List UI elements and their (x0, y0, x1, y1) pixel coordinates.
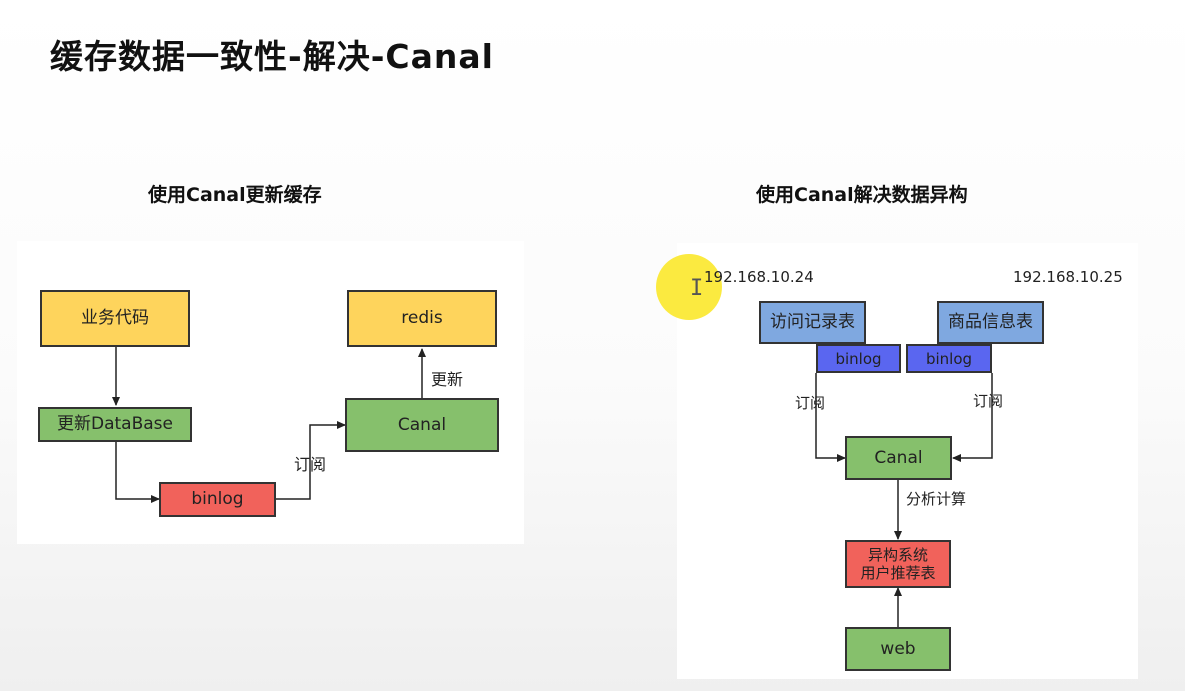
heterogeneous-system-node: 异构系统 用户推荐表 (845, 540, 951, 588)
arrow-binlog-left-to-canal (815, 373, 846, 462)
arrow-binlog-right-to-canal (952, 373, 993, 462)
access-log-table-node: 访问记录表 (759, 301, 866, 344)
text-cursor-icon: I (690, 276, 704, 301)
canal-right-node: Canal (845, 436, 952, 480)
right-diagram-title: 使用Canal解决数据异构 (756, 184, 968, 206)
ip-right-label: 192.168.10.25 (1013, 268, 1123, 286)
arrow-binlog-to-canal (276, 421, 346, 500)
binlog-right-node: binlog (906, 344, 992, 373)
subscribe-left-label: 订阅 (795, 394, 826, 412)
page-title: 缓存数据一致性-解决-Canal (50, 37, 494, 76)
cursor-highlight (656, 254, 722, 320)
binlog-left-node: binlog (816, 344, 901, 373)
subscribe-right-label: 订阅 (973, 392, 1004, 410)
hetero-line-1: 异构系统 (867, 546, 928, 564)
ip-left-label: 192.168.10.24 (704, 268, 814, 286)
left-diagram-title: 使用Canal更新缓存 (148, 184, 322, 206)
subscribe-label: 订阅 (294, 455, 327, 474)
binlog-node: binlog (159, 482, 276, 517)
hetero-line-2: 用户推荐表 (860, 564, 936, 582)
update-database-node: 更新DataBase (38, 407, 192, 442)
business-code-node: 业务代码 (40, 290, 190, 347)
canal-node: Canal (345, 398, 499, 452)
web-node: web (845, 627, 951, 671)
analyze-label: 分析计算 (906, 490, 967, 508)
update-label: 更新 (431, 370, 464, 389)
product-info-table-node: 商品信息表 (937, 301, 1044, 344)
arrow-db-to-binlog (115, 442, 160, 503)
redis-node: redis (347, 290, 497, 347)
